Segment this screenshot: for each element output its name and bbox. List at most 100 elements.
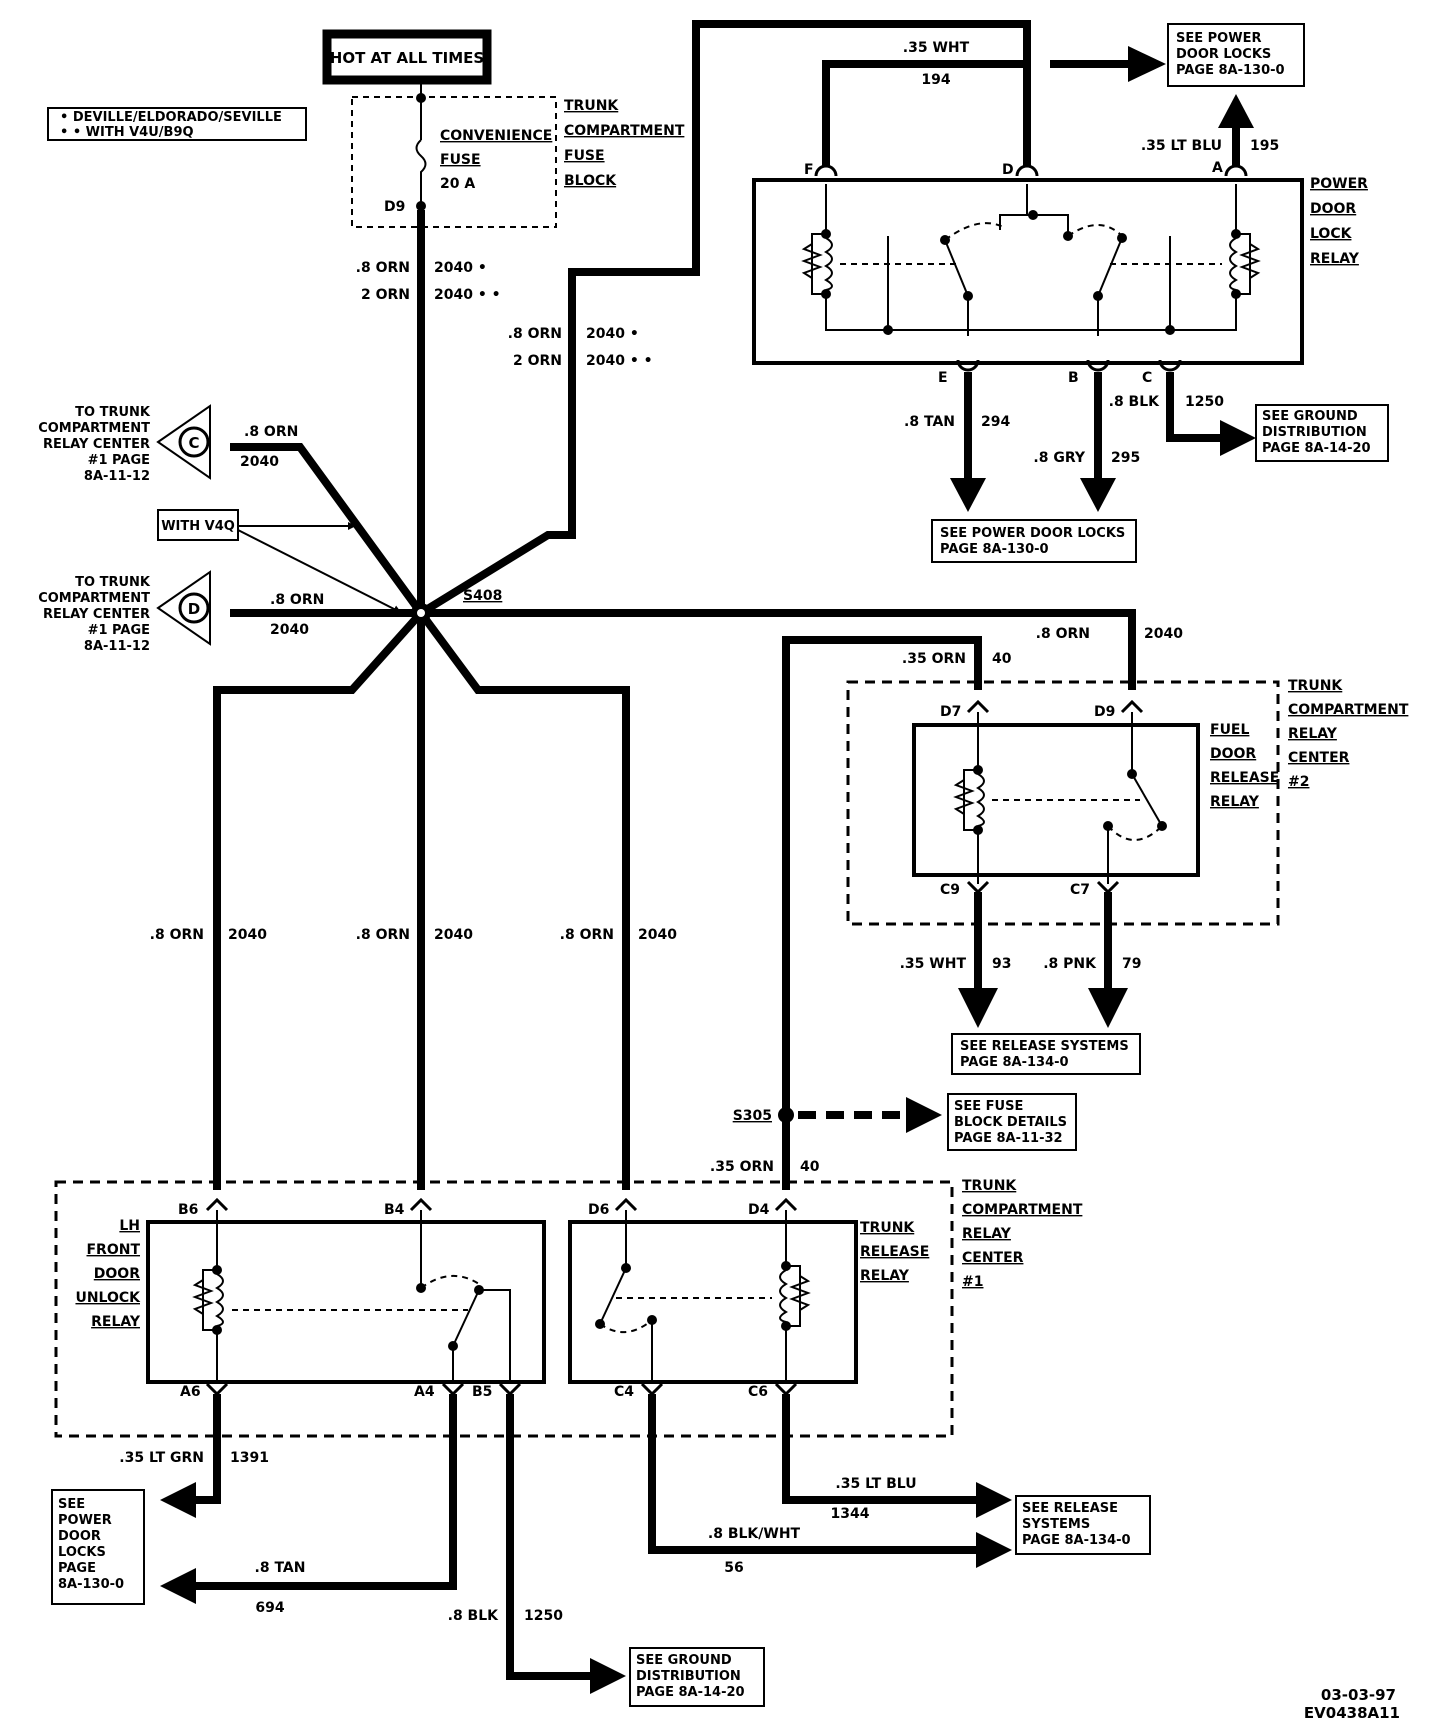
ref-ground-top-line-3: PAGE 8A-14-20 <box>1262 441 1371 456</box>
ref-pdl-top-line-1: SEE POWER <box>1176 31 1261 46</box>
fdr-label-line-2: DOOR <box>1210 746 1256 762</box>
trr-terminal-d6: D6 <box>588 1202 609 1218</box>
lh-label-line-1: LH <box>119 1218 140 1234</box>
w1391-wire-label: .35 LT GRN <box>119 1450 204 1466</box>
connector-d-line-2: COMPARTMENT <box>38 591 150 606</box>
w295-wire-id: 295 <box>1111 450 1140 466</box>
rc1-line-1: TRUNK <box>962 1178 1017 1194</box>
option-legend: • DEVILLE/ELDORADO/SEVILLE • • WITH V4U/… <box>47 107 307 141</box>
drawing-footer: 03-03-97 EV0438A11 <box>1304 1686 1400 1722</box>
fdr-terminal-c9: C9 <box>940 882 960 898</box>
splice-s408-label: S408 <box>463 588 502 604</box>
fdr-terminal-d7: D7 <box>940 704 961 720</box>
splice-s305-label: S305 <box>733 1108 772 1124</box>
lh-label-line-5: RELAY <box>91 1314 141 1330</box>
fuel-feed-wire-label: .8 ORN <box>1036 626 1090 642</box>
fuse-block-line-3: FUSE <box>564 148 605 164</box>
footer-date: 03-03-97 <box>1321 1686 1396 1704</box>
up-wire-a-id: 2040 • <box>586 326 639 342</box>
fuse-wire-b-label: 2 ORN <box>361 287 410 303</box>
connector-c-line-3: RELAY CENTER <box>43 437 150 452</box>
plr-terminal-e: E <box>938 370 948 386</box>
fuse-rating: 20 A <box>440 176 475 192</box>
w1250-bot-wire-label: .8 BLK <box>448 1608 500 1624</box>
connector-d-letter: D <box>188 600 200 618</box>
w694-wire-label: .8 TAN <box>255 1560 306 1576</box>
connector-d-line-4: #1 PAGE <box>88 623 150 638</box>
plr-label-line-3: LOCK <box>1310 226 1353 242</box>
connector-c-line-4: #1 PAGE <box>88 453 150 468</box>
lh-terminal-b4: B4 <box>384 1202 405 1218</box>
connector-d-line-5: 8A-11-12 <box>84 639 150 654</box>
rc1-line-4: CENTER <box>962 1250 1024 1266</box>
ref-power-door-locks-top: SEE POWER DOOR LOCKS PAGE 8A-130-0 <box>1167 23 1305 87</box>
d6-wire-id: 2040 <box>638 927 677 943</box>
fdr-label-line-4: RELAY <box>1210 794 1260 810</box>
w195-wire-label: .35 LT BLU <box>1141 138 1222 154</box>
ref-pdl-left-line-3: DOOR <box>58 1529 101 1544</box>
ref-ground-bot-line-2: DISTRIBUTION <box>636 1669 741 1684</box>
fuse-block-line-4: BLOCK <box>564 173 617 189</box>
with-v4q-label: WITH V4Q <box>161 519 235 534</box>
ref-pdl-left-line-1: SEE <box>58 1497 85 1512</box>
connector-d-line-1: TO TRUNK <box>75 575 151 590</box>
w40-top-wire-label: .35 ORN <box>902 651 966 667</box>
trr-terminal-d4: D4 <box>748 1202 770 1218</box>
fuse-wire-a-label: .8 ORN <box>356 260 410 276</box>
plr-label-line-4: RELAY <box>1310 251 1360 267</box>
ref-ground-bot-line-1: SEE GROUND <box>636 1653 732 1668</box>
ref-power-door-locks-mid: SEE POWER DOOR LOCKS PAGE 8A-130-0 <box>931 519 1137 563</box>
w79-wire-label: .8 PNK <box>1043 956 1097 972</box>
b6-wire-label: .8 ORN <box>150 927 204 943</box>
connector-d-wire-id: 2040 <box>270 622 309 638</box>
trunk-relay-center-1: TRUNK COMPARTMENT RELAY CENTER #1 <box>54 1178 1083 1438</box>
plr-label-line-2: DOOR <box>1310 201 1356 217</box>
convenience-fuse: CONVENIENCE FUSE 20 A D9 TRUNK COMPARTME… <box>351 80 685 228</box>
lh-terminal-a6: A6 <box>180 1384 201 1400</box>
legend-line-2: • • WITH V4U/B9Q <box>60 125 194 140</box>
splice-s408: S408 .8 ORN 2040 .8 ORN 2040 .8 ORN 2040… <box>150 588 1183 1190</box>
ref-pdl-mid-line-1: SEE POWER DOOR LOCKS <box>940 526 1125 541</box>
connector-d-wire-label: .8 ORN <box>270 592 324 608</box>
fuse-input-node <box>416 93 426 103</box>
rc2-line-3: RELAY <box>1288 726 1338 742</box>
connector-c-wire-label: .8 ORN <box>244 424 298 440</box>
footer-code: EV0438A11 <box>1304 1704 1400 1722</box>
rc2-line-2: COMPARTMENT <box>1288 702 1409 718</box>
fdr-label-line-3: RELEASE <box>1210 770 1279 786</box>
w40-bot-wire-id: 40 <box>800 1159 820 1175</box>
ref-release-bot-line-3: PAGE 8A-134-0 <box>1022 1533 1131 1548</box>
ref-ground-top: SEE GROUND DISTRIBUTION PAGE 8A-14-20 <box>1255 404 1389 462</box>
hot-at-all-times-label: HOT AT ALL TIMES <box>330 49 484 67</box>
connector-d: D .8 ORN 2040 TO TRUNK COMPARTMENT RELAY… <box>38 570 421 654</box>
connector-c-wire-id: 2040 <box>240 454 279 470</box>
power-door-lock-relay: .35 WHT 194 .35 LT BLU 195 F D A <box>752 40 1368 512</box>
ref-fuse-details-line-2: BLOCK DETAILS <box>954 1115 1067 1130</box>
ref-release-systems-mid: SEE RELEASE SYSTEMS PAGE 8A-134-0 <box>951 1033 1141 1075</box>
ref-release-systems-bottom: SEE RELEASE SYSTEMS PAGE 8A-134-0 <box>1015 1495 1151 1555</box>
w295-wire-label: .8 GRY <box>1033 450 1085 466</box>
ref-ground-top-line-2: DISTRIBUTION <box>1262 425 1367 440</box>
w40-bot-wire-label: .35 ORN <box>710 1159 774 1175</box>
fuse-name-line-1: CONVENIENCE <box>440 128 552 144</box>
lh-terminal-b6: B6 <box>178 1202 198 1218</box>
b6-wire-id: 2040 <box>228 927 267 943</box>
connector-c-line-5: 8A-11-12 <box>84 469 150 484</box>
ref-ground-bot-line-3: PAGE 8A-14-20 <box>636 1685 745 1700</box>
w1250-bot-wire-id: 1250 <box>524 1608 563 1624</box>
bottom-output-wires: .35 LT GRN 1391 .8 TAN 694 .8 BLK 1250 .… <box>119 1394 1012 1694</box>
w1250-top-wire-id: 1250 <box>1185 394 1224 410</box>
trunk-relay-center-2: TRUNK COMPARTMENT RELAY CENTER #2 <box>846 678 1409 926</box>
lh-terminal-b5: B5 <box>472 1384 492 1400</box>
rc2-line-1: TRUNK <box>1288 678 1343 694</box>
main-feed-wire: .8 ORN 2040 • 2 ORN 2040 • • <box>356 210 501 613</box>
rc1-line-5: #1 <box>962 1274 983 1290</box>
ref-ground-top-line-1: SEE GROUND <box>1262 409 1358 424</box>
fuse-wire-b-id: 2040 • • <box>434 287 501 303</box>
connector-d-line-3: RELAY CENTER <box>43 607 150 622</box>
w1250-top-wire-label: .8 BLK <box>1109 394 1161 410</box>
lh-label-line-4: UNLOCK <box>75 1290 141 1306</box>
w694-wire-id: 694 <box>255 1600 284 1616</box>
w194-wire-id: 194 <box>921 72 950 88</box>
